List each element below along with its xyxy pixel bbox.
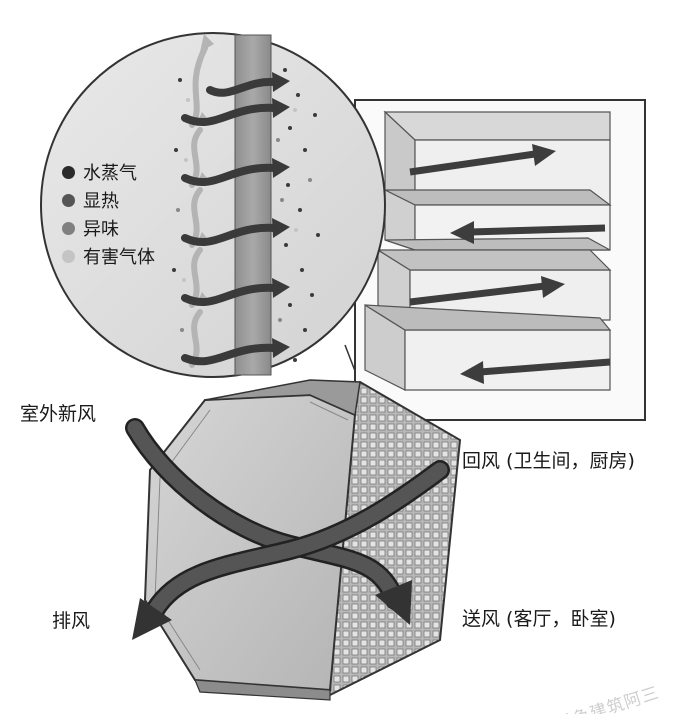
- legend-label: 水蒸气: [83, 163, 137, 184]
- legend-marker: [62, 193, 75, 207]
- legend-label: 有害气体: [83, 247, 155, 268]
- exhaust-label: 排风: [52, 610, 91, 632]
- legend-item-harmful-gas: 有害气体: [62, 244, 155, 268]
- exhaust-air-flow-arrow: [132, 460, 450, 640]
- plate-flow-arrow: [409, 144, 556, 176]
- legend-marker: [62, 221, 75, 235]
- legend-marker: [62, 165, 75, 179]
- membrane-zoom-circle: [40, 32, 386, 378]
- legend-item-water-vapor: 水蒸气: [62, 160, 137, 184]
- plate-flow-arrow: [450, 221, 606, 244]
- legend-marker: [62, 249, 75, 263]
- return-air-label: 回风 (卫生间，厨房): [462, 450, 635, 472]
- legend-label: 显热: [83, 191, 119, 212]
- heat-exchanger-core: [143, 379, 462, 701]
- legend-item-odor: 异味: [62, 216, 119, 240]
- legend-item-sensible-heat: 显热: [62, 188, 119, 212]
- plate-flow-arrow: [460, 358, 611, 384]
- legend-label: 异味: [83, 219, 119, 240]
- supply-air-label: 送风 (客厅，卧室): [462, 608, 616, 630]
- plate-stack-zoom: [354, 99, 646, 421]
- outdoor-fresh-air-label: 室外新风: [20, 403, 97, 425]
- plate-flow-arrow: [409, 276, 565, 306]
